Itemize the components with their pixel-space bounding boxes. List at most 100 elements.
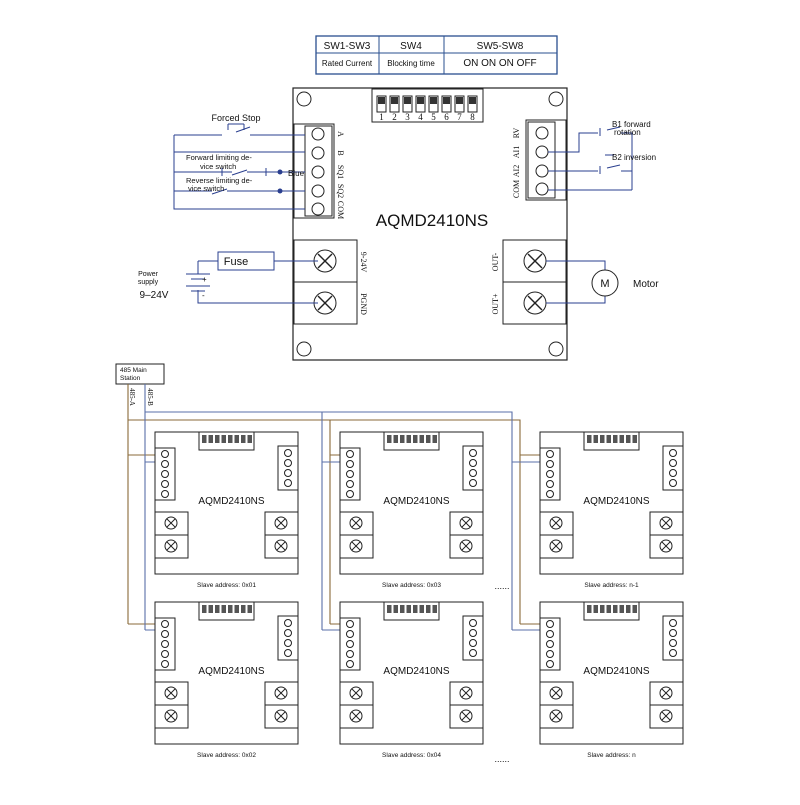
table-header-sw5-sw8: SW5-SW8 bbox=[477, 41, 524, 52]
terminal-label-b: B bbox=[336, 150, 345, 155]
slave-dip-switch bbox=[632, 605, 637, 613]
slave-terminal-screw bbox=[161, 480, 169, 488]
main-station-label-1: 485 Main bbox=[120, 367, 147, 374]
slave-terminal-screw bbox=[546, 620, 554, 628]
slave-screw-cross bbox=[276, 518, 286, 528]
slave-terminal-screw bbox=[284, 619, 292, 627]
slave-screw-cross bbox=[351, 541, 361, 551]
slave-dip-switch bbox=[593, 435, 598, 443]
table-value-rated-current: Rated Current bbox=[322, 59, 373, 68]
slave-dip-switch bbox=[400, 605, 405, 613]
slave-dip-switch bbox=[202, 435, 207, 443]
slave-dip-block bbox=[583, 431, 640, 451]
terminal-label-9-24v: 9-24V bbox=[359, 252, 368, 273]
slave-terminal-screw bbox=[546, 480, 554, 488]
plus-label: + bbox=[202, 275, 207, 284]
slave-terminal-screw bbox=[469, 649, 477, 657]
slave-address-label: Slave address: n-1 bbox=[584, 582, 639, 589]
slave-dip-switch bbox=[228, 605, 233, 613]
slave-terminal-screw bbox=[161, 640, 169, 648]
slave-dip-block bbox=[383, 431, 440, 451]
slave-terminal-screw bbox=[669, 619, 677, 627]
ellipsis-top: ...... bbox=[494, 581, 509, 591]
slave-screw-cross bbox=[276, 711, 286, 721]
slave-dip-switch bbox=[241, 605, 246, 613]
slave-dip-switch bbox=[613, 605, 618, 613]
slave-terminal-screw bbox=[284, 639, 292, 647]
slave-terminal-screw bbox=[346, 460, 354, 468]
slave-terminal-screw bbox=[284, 469, 292, 477]
line-a-label: 485-A bbox=[128, 388, 136, 406]
slave-screw-cross bbox=[551, 688, 561, 698]
forward-limit-label-1: Forward limiting de- bbox=[186, 153, 252, 162]
slave-screw-cross bbox=[551, 541, 561, 551]
slave-terminal-screw bbox=[546, 630, 554, 638]
slave-terminal-screw bbox=[669, 629, 677, 637]
dip-switch-knob bbox=[456, 97, 463, 104]
slave-dip-switch bbox=[406, 435, 411, 443]
slave-dip-switch bbox=[606, 605, 611, 613]
slave-address-label: Slave address: 0x01 bbox=[197, 582, 256, 589]
slave-board: AQMD2410NS Slave address: 0x02 bbox=[154, 601, 299, 759]
slave-right-terminal-block bbox=[662, 615, 684, 661]
slave-terminal-screw bbox=[546, 660, 554, 668]
voltage-label: 9–24V bbox=[140, 290, 169, 301]
slave-dip-switch bbox=[606, 435, 611, 443]
slave-terminal-screw bbox=[284, 449, 292, 457]
line-b-label: 485-B bbox=[146, 388, 154, 406]
b1-forward-label-1: B1 forward bbox=[612, 120, 651, 129]
dip-setting-table: SW1-SW3 SW4 SW5-SW8 Rated Current Blocki… bbox=[315, 35, 558, 75]
table-header-sw1-sw3: SW1-SW3 bbox=[324, 41, 371, 52]
direction-switch-wiring bbox=[548, 126, 633, 191]
slave-dip-switch bbox=[632, 435, 637, 443]
slave-terminal-screw bbox=[161, 470, 169, 478]
forced-stop-label: Forced Stop bbox=[211, 113, 260, 123]
slave-dip-switch bbox=[400, 435, 405, 443]
slave-dip-switch bbox=[247, 435, 252, 443]
slave-board-title: AQMD2410NS bbox=[583, 496, 649, 507]
slave-screw-cross bbox=[166, 688, 176, 698]
slave-dip-switch bbox=[600, 605, 605, 613]
output-terminal-block: OUT- OUT+ bbox=[491, 239, 567, 325]
terminal-label-ai1: AI1 bbox=[512, 146, 521, 158]
slave-dip-switch bbox=[221, 435, 226, 443]
slave-dip-switch bbox=[426, 435, 431, 443]
table-value-sw5-sw8: ON ON ON OFF bbox=[463, 58, 536, 69]
slave-terminal-screw bbox=[669, 639, 677, 647]
slave-terminal-screw bbox=[346, 640, 354, 648]
slave-dip-switch bbox=[234, 605, 239, 613]
minus-label: - bbox=[202, 291, 205, 300]
main-station-box bbox=[115, 363, 165, 385]
slave-terminal-screw bbox=[161, 450, 169, 458]
slave-dip-switch bbox=[215, 435, 220, 443]
terminal-label-a: A bbox=[336, 131, 345, 137]
slave-dip-switch bbox=[432, 605, 437, 613]
power-supply-label-1: Power bbox=[138, 271, 159, 278]
blue-wire-label: Blue bbox=[288, 169, 305, 178]
slave-terminal-screw bbox=[346, 620, 354, 628]
slave-screw-cross bbox=[276, 541, 286, 551]
terminal-label-sq2: SQ2 bbox=[336, 184, 345, 198]
slave-screw-cross bbox=[551, 711, 561, 721]
slave-terminal-screw bbox=[161, 460, 169, 468]
slave-terminal-screw bbox=[546, 450, 554, 458]
slave-terminal-screw bbox=[284, 479, 292, 487]
slave-dip-switch bbox=[619, 605, 624, 613]
slave-terminal-screw bbox=[669, 459, 677, 467]
slave-board-title: AQMD2410NS bbox=[198, 666, 264, 677]
slave-terminal-screw bbox=[669, 449, 677, 457]
slave-dip-switch bbox=[202, 605, 207, 613]
slave-dip-switch bbox=[241, 435, 246, 443]
slave-address-label: Slave address: 0x03 bbox=[382, 582, 441, 589]
table-header-sw4: SW4 bbox=[400, 41, 422, 52]
slave-address-label: Slave address: 0x02 bbox=[197, 752, 256, 759]
slave-terminal-screw bbox=[346, 630, 354, 638]
dip-switch-knob bbox=[430, 97, 437, 104]
slave-dip-switch bbox=[626, 435, 631, 443]
slave-screw-cross bbox=[276, 688, 286, 698]
slave-screw-cross bbox=[551, 518, 561, 528]
slave-dip-switch bbox=[228, 435, 233, 443]
slave-board-title: AQMD2410NS bbox=[383, 496, 449, 507]
terminal-label-com: COM bbox=[336, 201, 345, 219]
